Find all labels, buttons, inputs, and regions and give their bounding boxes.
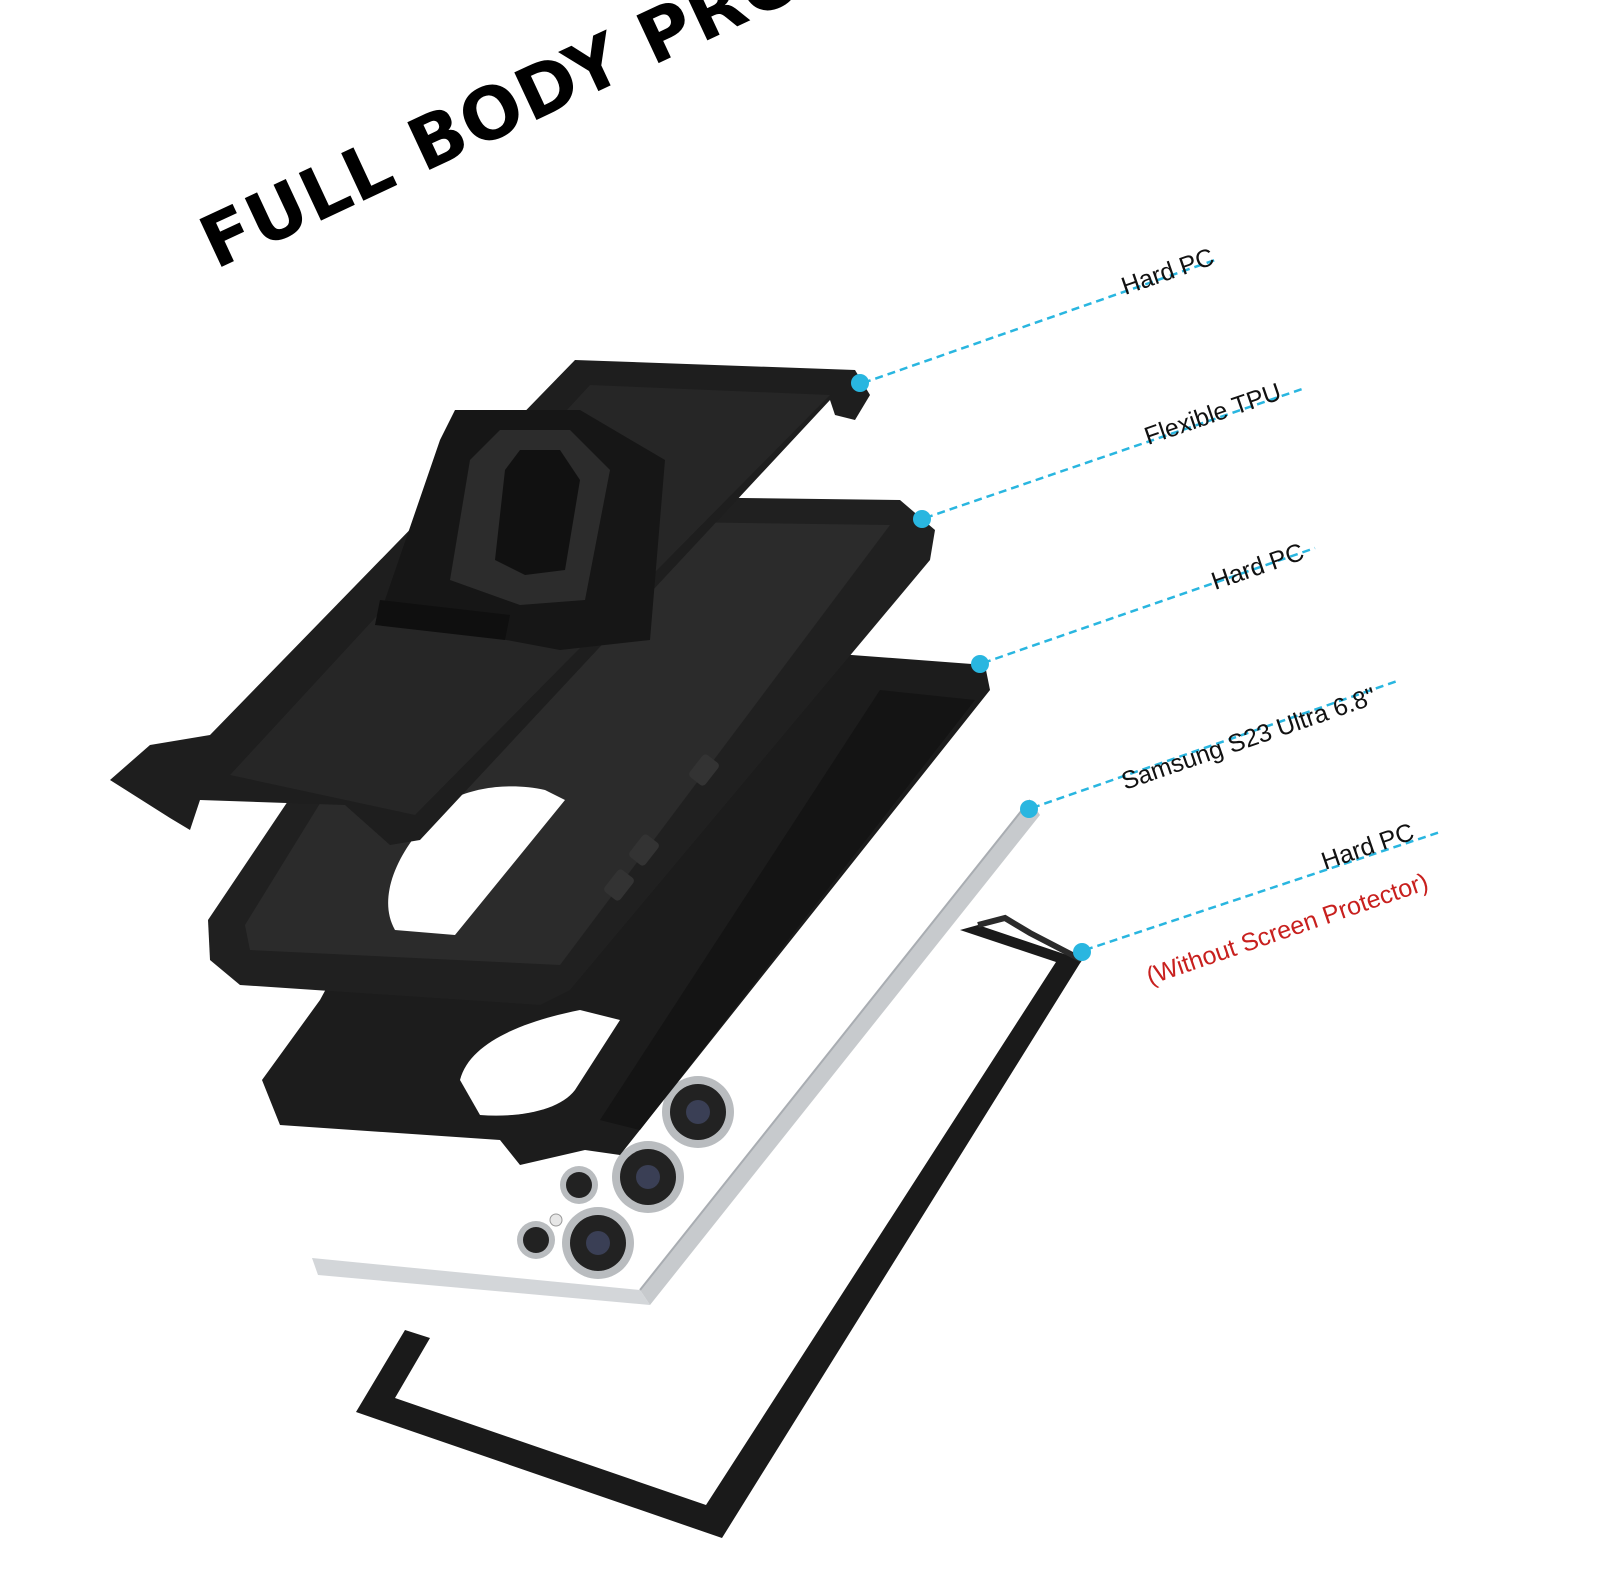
callout-label-hard-pc-2: Hard PC [1208,538,1308,596]
callout-labels: Hard PC Flexible TPU Hard PC Samsung S23… [1118,243,1432,991]
callout-leaders [851,258,1441,961]
callout-label-hard-pc-1: Hard PC [1118,243,1218,301]
belt-clip-icon [375,410,665,650]
outer-hard-shell-layer [110,360,870,845]
callout-label-hard-pc-3: Hard PC [1318,818,1418,876]
camera-lens-icon [517,1076,734,1279]
callout-note-no-screen-protector: (Without Screen Protector) [1143,868,1432,991]
callout-label-phone-model: Samsung S23 Ultra 6.8" [1118,682,1380,796]
bumper-frame-layer [356,914,1084,1538]
callout-dot-icon [971,655,989,673]
callout-dot-icon [1073,943,1091,961]
callout-dot-icon [1020,800,1038,818]
callout-dot-icon [913,510,931,528]
callout-label-flexible-tpu: Flexible TPU [1141,378,1285,451]
callout-dot-icon [851,374,869,392]
